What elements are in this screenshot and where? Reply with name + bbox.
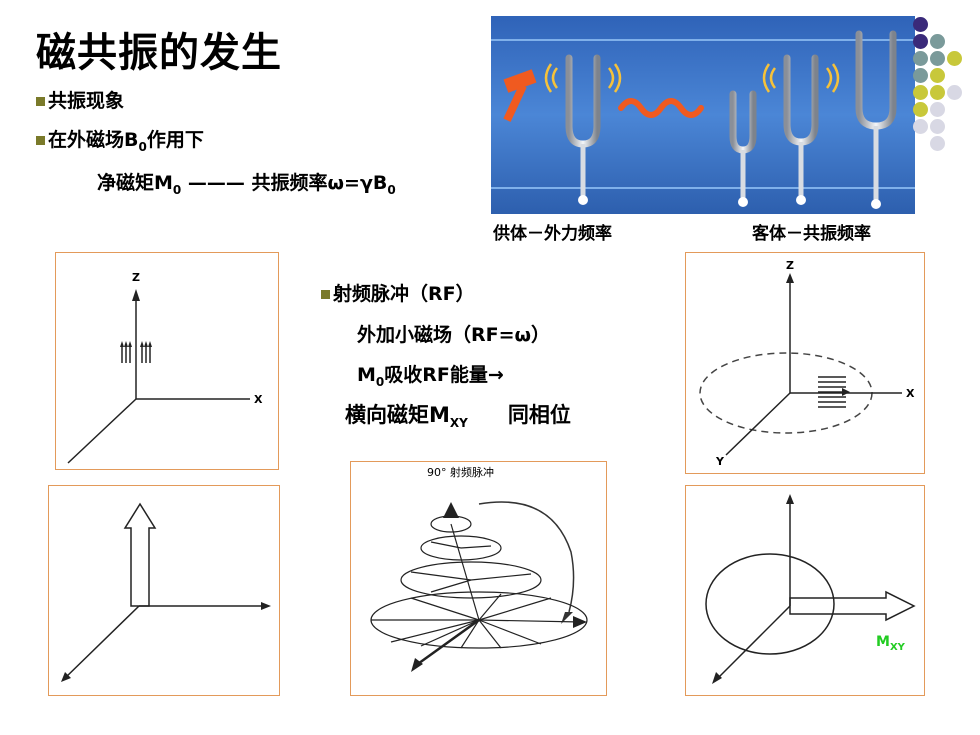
- bullet-external-field: 在外磁场B0作用下: [36, 125, 204, 154]
- decor-dot: [930, 68, 945, 83]
- rf-text: M: [357, 364, 376, 386]
- axis-label-y: Y: [715, 455, 725, 468]
- decor-dot: [913, 17, 928, 32]
- pulse-label: 90° 射频脉冲: [427, 465, 494, 479]
- decor-dot: [930, 102, 945, 117]
- decor-dot: [913, 102, 928, 117]
- rf-heading-text: 射频脉冲（RF）: [333, 283, 475, 305]
- formula-line: 净磁矩M0 ——— 共振频率ω=γB0: [97, 168, 396, 197]
- caption-driver-frequency: 供体－外力频率: [493, 224, 612, 244]
- bullet-marker: [321, 290, 330, 299]
- subscript: 0: [138, 139, 147, 154]
- rf-heading: 射频脉冲（RF）: [321, 279, 475, 306]
- diagram-90-degree-pulse: 90° 射频脉冲: [350, 461, 607, 696]
- subscript: 0: [375, 374, 385, 389]
- bullet-marker: [36, 97, 45, 106]
- hammer-icon: [503, 69, 537, 122]
- decor-dot: [947, 85, 962, 100]
- decor-dot: [913, 68, 928, 83]
- rf-line-transverse: 横向磁矩MXY 同相位: [345, 399, 571, 430]
- diagram-transverse-dephase: Z X Y: [685, 252, 925, 474]
- axis-label-x: X: [254, 393, 263, 406]
- decor-dot: [930, 34, 945, 49]
- subscript: XY: [449, 416, 468, 431]
- diagram-longitudinal-magnetization: Z X: [55, 252, 279, 470]
- page-title: 磁共振的发生: [36, 30, 282, 76]
- rf-text: 吸收RF能量→: [384, 364, 504, 386]
- decor-dot: [930, 85, 945, 100]
- bullet-text: 作用下: [146, 129, 204, 151]
- rf-line-absorb: M0吸收RF能量→: [357, 360, 504, 389]
- bullet-resonance: 共振现象: [36, 86, 124, 113]
- axis-label-z: Z: [132, 271, 140, 284]
- diagram-transverse-magnetization: MXY: [685, 485, 925, 696]
- subscript: 0: [172, 182, 182, 197]
- decor-dot: [947, 51, 962, 66]
- decor-dot: [930, 51, 945, 66]
- formula-text: ——— 共振频率ω=γB: [181, 172, 388, 194]
- decor-dot: [930, 136, 945, 151]
- subscript: 0: [387, 182, 396, 197]
- bullet-text: 共振现象: [48, 90, 125, 112]
- tuning-fork-photo: [491, 16, 915, 214]
- mxy-label: MXY: [876, 634, 905, 653]
- caption-resonance-frequency: 客体－共振频率: [752, 224, 871, 244]
- subscript: XY: [889, 641, 905, 653]
- bullet-text: 在外磁场B: [48, 129, 139, 151]
- mxy-letter: M: [876, 634, 890, 650]
- decor-dot: [913, 51, 928, 66]
- axis-label-z: Z: [786, 259, 794, 272]
- decor-dot: [913, 119, 928, 134]
- rf-text: 同相位: [507, 403, 571, 427]
- rf-text: 横向磁矩M: [345, 403, 450, 427]
- axis-label-x: X: [906, 387, 915, 400]
- bullet-marker: [36, 136, 45, 145]
- decor-dot: [913, 34, 928, 49]
- rf-line-small-field: 外加小磁场（RF=ω）: [357, 324, 551, 346]
- decor-dot: [930, 119, 945, 134]
- diagram-net-magnetization: [48, 485, 280, 696]
- formula-text: 净磁矩M: [97, 172, 173, 194]
- decor-dot: [913, 85, 928, 100]
